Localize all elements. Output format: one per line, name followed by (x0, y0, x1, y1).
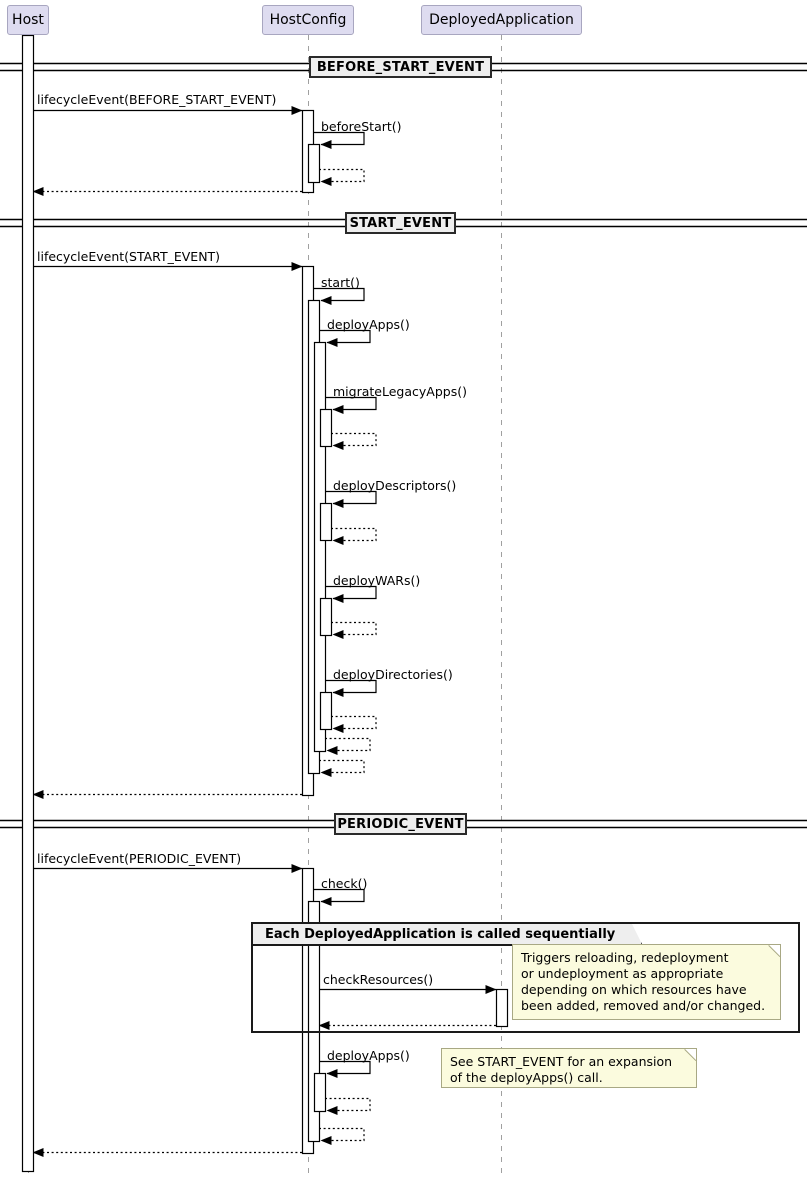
activation-bar-hostconfig-13 (313, 1072, 327, 1113)
message-label-checkresources: checkResources() (323, 972, 434, 987)
note-1: Triggers reloading, redeployment or unde… (512, 944, 781, 1020)
group-header-label: Each DeployedApplication is called seque… (265, 926, 616, 942)
self-message-start (313, 287, 365, 305)
group-header: Each DeployedApplication is called seque… (253, 924, 643, 946)
message-label-deployapps: deployApps() (327, 317, 410, 332)
self-message-self-return-24 (319, 1127, 365, 1145)
participant-label: Host (12, 12, 44, 28)
participant-label: DeployedApplication (429, 12, 574, 28)
self-message-self-return-10 (331, 527, 377, 545)
participant-hostconfig[interactable]: HostConfig (262, 5, 354, 35)
group-header-corner (632, 924, 643, 946)
self-message-deployapps (319, 1060, 371, 1078)
divider-lines (0, 62, 807, 829)
group-frame-each-deployedapplication-is-called-sequentially (251, 922, 800, 1033)
activation-bar-hostconfig-11 (307, 900, 321, 1143)
activation-bar-hostconfig-2 (307, 143, 321, 184)
activation-bar-hostconfig-8 (319, 597, 333, 637)
self-message-beforestart (313, 131, 365, 149)
participant-label: HostConfig (269, 12, 347, 28)
self-message-self-return-2 (319, 168, 365, 186)
divider-periodic-event: PERIODIC_EVENT (334, 813, 467, 835)
activation-bar-host-0 (21, 34, 35, 1173)
self-message-check (313, 888, 365, 906)
self-message-self-return-14 (331, 715, 377, 733)
activation-bars (21, 34, 509, 1173)
activation-bar-deployedapplication-12 (495, 988, 509, 1028)
divider-label-text: BEFORE_START_EVENT (316, 59, 485, 75)
self-message-self-return-8 (331, 432, 377, 450)
message-arrows (32, 106, 497, 1157)
self-message-self-return-12 (331, 621, 377, 639)
participant-host[interactable]: Host (7, 5, 49, 35)
divider-start-event: START_EVENT (345, 212, 456, 234)
message-label-deploydescriptors: deployDescriptors() (333, 478, 457, 493)
message-label-check: check() (321, 876, 368, 891)
self-message-deploydirectories (325, 679, 377, 697)
note-text: Triggers reloading, redeployment or unde… (521, 950, 766, 1013)
self-message-deploydescriptors (325, 490, 377, 508)
message-label-deploydirectories: deployDirectories() (333, 667, 453, 682)
message-label-migratelegacyapps: migrateLegacyApps() (333, 384, 467, 399)
self-message-deploywars (325, 585, 377, 603)
activation-bar-hostconfig-7 (319, 502, 333, 542)
note-text: See START_EVENT for an expansion of the … (450, 1054, 673, 1085)
message-label-lifecycleevent-before-start-event: lifecycleEvent(BEFORE_START_EVENT) (37, 92, 277, 107)
divider-label-text: START_EVENT (349, 215, 452, 231)
message-label-deployapps: deployApps() (327, 1048, 410, 1063)
self-message-self-return-23 (325, 1097, 371, 1115)
activation-bar-hostconfig-6 (319, 408, 333, 448)
message-label-lifecycleevent-start-event: lifecycleEvent(START_EVENT) (37, 249, 221, 264)
self-message-self-return-16 (319, 759, 365, 777)
activation-bar-hostconfig-5 (313, 341, 327, 753)
divider-label-text: PERIODIC_EVENT (337, 816, 464, 832)
self-message-self-return-15 (325, 737, 371, 755)
divider-before-start-event: BEFORE_START_EVENT (309, 56, 492, 78)
message-label-lifecycleevent-periodic-event: lifecycleEvent(PERIODIC_EVENT) (37, 851, 242, 866)
participant-deployedapplication[interactable]: DeployedApplication (421, 5, 582, 35)
message-label-start: start() (321, 275, 360, 290)
self-message-migratelegacyapps (325, 396, 377, 414)
note-2: See START_EVENT for an expansion of the … (441, 1048, 697, 1088)
message-label-beforestart: beforeStart() (321, 119, 402, 134)
self-message-deployapps (319, 329, 371, 347)
message-label-deploywars: deployWARs() (333, 573, 421, 588)
activation-bar-hostconfig-9 (319, 691, 333, 731)
